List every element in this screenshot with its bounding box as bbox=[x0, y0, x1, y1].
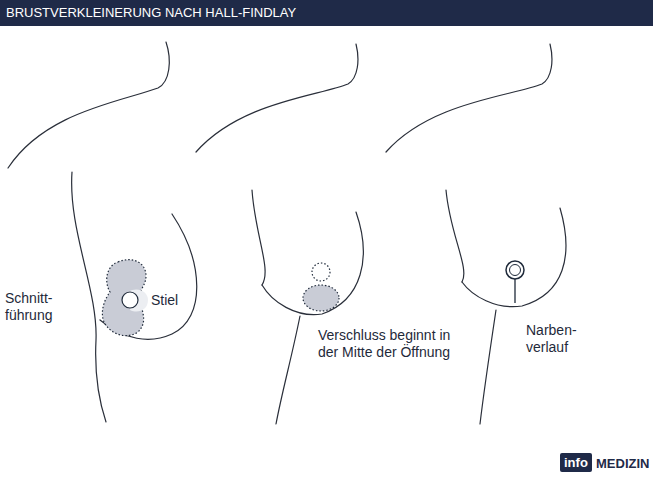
torso-line bbox=[480, 310, 496, 424]
breast-outline bbox=[100, 214, 197, 339]
closure-area bbox=[303, 285, 339, 311]
torso-line bbox=[252, 190, 265, 285]
callout-label: Stiel bbox=[151, 292, 191, 309]
breast-outline bbox=[462, 208, 566, 307]
nipple bbox=[506, 261, 524, 279]
logo-box: info bbox=[560, 453, 592, 472]
logo-text: info bbox=[560, 453, 592, 472]
scar-line bbox=[514, 279, 515, 303]
torso-line bbox=[72, 172, 106, 422]
torso-line bbox=[276, 316, 300, 424]
torso-line bbox=[446, 190, 464, 282]
nipple bbox=[122, 292, 138, 308]
shoulder-line bbox=[386, 44, 552, 152]
nipple bbox=[510, 265, 521, 276]
title: BRUSTVERKLEINERUNG NACH HALL-FINDLAY bbox=[6, 5, 296, 20]
shoulder-line bbox=[8, 42, 169, 168]
callout-label: Schnitt- führung bbox=[5, 290, 67, 324]
shoulder-line bbox=[196, 44, 358, 152]
logo-text: MEDIZIN bbox=[596, 455, 653, 472]
nipple bbox=[312, 263, 330, 281]
callout-label: Narben- verlauf bbox=[526, 322, 590, 356]
callout-label: Verschluss beginnt in der Mitte der Öffn… bbox=[318, 327, 456, 361]
breast-outline bbox=[262, 212, 363, 315]
